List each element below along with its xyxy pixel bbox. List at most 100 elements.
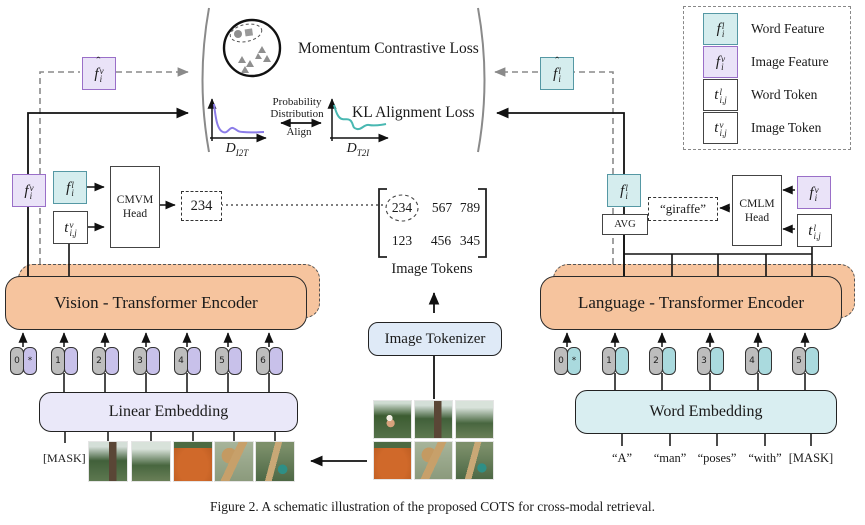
image-patch [88, 441, 128, 482]
figure-caption: Figure 2. A schematic illustration of th… [209, 499, 656, 514]
image-patch [414, 441, 453, 480]
vision-position-pill-3: 3 [133, 347, 160, 375]
word-input: “with” [748, 451, 782, 465]
cmvm-head-label: CMVM [116, 194, 154, 206]
vision-encoder-label: Vision - Transformer Encoder [54, 293, 258, 312]
selected-token-circle [385, 194, 419, 222]
d-i2t-plot [207, 98, 267, 143]
image-patch [414, 400, 453, 439]
image-patch [455, 400, 494, 439]
word-embedding-label: Word Embedding [649, 403, 763, 420]
vision-input-ticks [64, 430, 276, 443]
align-text-line1: Probability [272, 96, 322, 108]
language-input-ticks [621, 432, 812, 446]
language-position-pill-5: 5 [792, 347, 819, 375]
i2t-distribution-curve [213, 103, 265, 134]
language-position-pill-0: 0 * [554, 347, 581, 375]
language-embedding-input-lines [614, 373, 806, 390]
language-position-pill-3: 3 [697, 347, 724, 375]
legend-label: Image Token [751, 119, 822, 135]
language-transformer-encoder: Language - Transformer Encoder [540, 276, 842, 330]
kl-loss-label: KL Alignment Loss [352, 104, 475, 121]
cmlm-head: CMLM Head [732, 175, 782, 246]
vision-position-pill-4: 4 [174, 347, 201, 375]
matrix-value: 789 [459, 200, 481, 215]
matrix-bracket-left [378, 188, 387, 258]
language-token-comb-lines [623, 233, 813, 276]
vision-feature-to-loss-arrow [27, 107, 189, 276]
image-patch [255, 441, 295, 482]
matrix-value: 234 [391, 200, 413, 215]
image-patch [173, 441, 213, 482]
linear-embedding-label: Linear Embedding [108, 403, 229, 420]
t2i-distribution-curve [333, 104, 387, 131]
align-text-line3: Align [286, 126, 312, 138]
loss-bracket-right [477, 7, 486, 153]
word-input: “man” [653, 451, 687, 465]
image-patch [131, 441, 171, 482]
image-tokenizer-label: Image Tokenizer [384, 330, 486, 347]
cls-embedding-pill: * [567, 347, 581, 375]
predicted-image-token: 234 [190, 197, 213, 214]
language-position-pill-1: 1 [602, 347, 629, 375]
language-feature-to-loss-arrow [496, 107, 625, 276]
linear-embedding: Linear Embedding [39, 392, 298, 432]
d-i2t-label: DI2T [225, 141, 249, 158]
contrastive-space-illustration [222, 18, 282, 78]
legend-label: Image Feature [751, 53, 829, 69]
cls-embedding-pill: * [23, 347, 37, 375]
positive-square-marker [244, 28, 254, 37]
word-input: [MASK] [788, 451, 834, 465]
matrix-value: 567 [431, 200, 453, 215]
align-text-line2: Distribution [270, 108, 324, 120]
language-pill-arrows [562, 332, 810, 347]
predicted-word: “giraffe” [660, 201, 706, 216]
position-index-pill: 0 [10, 347, 24, 375]
language-encoder-label: Language - Transformer Encoder [577, 293, 805, 312]
legend-label: Word Feature [751, 20, 825, 36]
language-position-pill-4: 4 [745, 347, 772, 375]
vision-position-pill-6: 6 [256, 347, 283, 375]
position-index-pill: 0 [554, 347, 568, 375]
image-tokens-label: Image Tokens [391, 261, 473, 277]
vision-position-pill-2: 2 [92, 347, 119, 375]
vision-position-pill-0: 0 * [10, 347, 37, 375]
image-patch [373, 400, 412, 439]
language-momentum-feature-line [574, 71, 614, 264]
word-input: “A” [611, 451, 633, 465]
d-t2i-plot [327, 98, 389, 143]
matrix-value: 456 [430, 233, 452, 248]
matrix-bracket-right [478, 188, 487, 258]
d-t2i-label: DT2I [346, 141, 370, 158]
avg-label: AVG [614, 218, 636, 230]
vision-mask-token-label: [MASK] [43, 451, 86, 465]
word-embedding: Word Embedding [575, 390, 837, 434]
cmlm-head-label: CMLM [739, 197, 775, 210]
image-patch [214, 441, 254, 482]
word-input: “poses” [697, 451, 737, 465]
vision-position-pill-5: 5 [215, 347, 242, 375]
image-tokenizer: Image Tokenizer [368, 322, 502, 356]
momentum-loss-label: Momentum Contrastive Loss [298, 40, 479, 57]
vision-pill-arrows [18, 332, 274, 347]
avg-pooling-box: AVG [602, 214, 648, 235]
language-position-pill-2: 2 [649, 347, 676, 375]
legend-label: Word Token [751, 86, 818, 102]
vision-transformer-encoder: Vision - Transformer Encoder [5, 276, 307, 330]
